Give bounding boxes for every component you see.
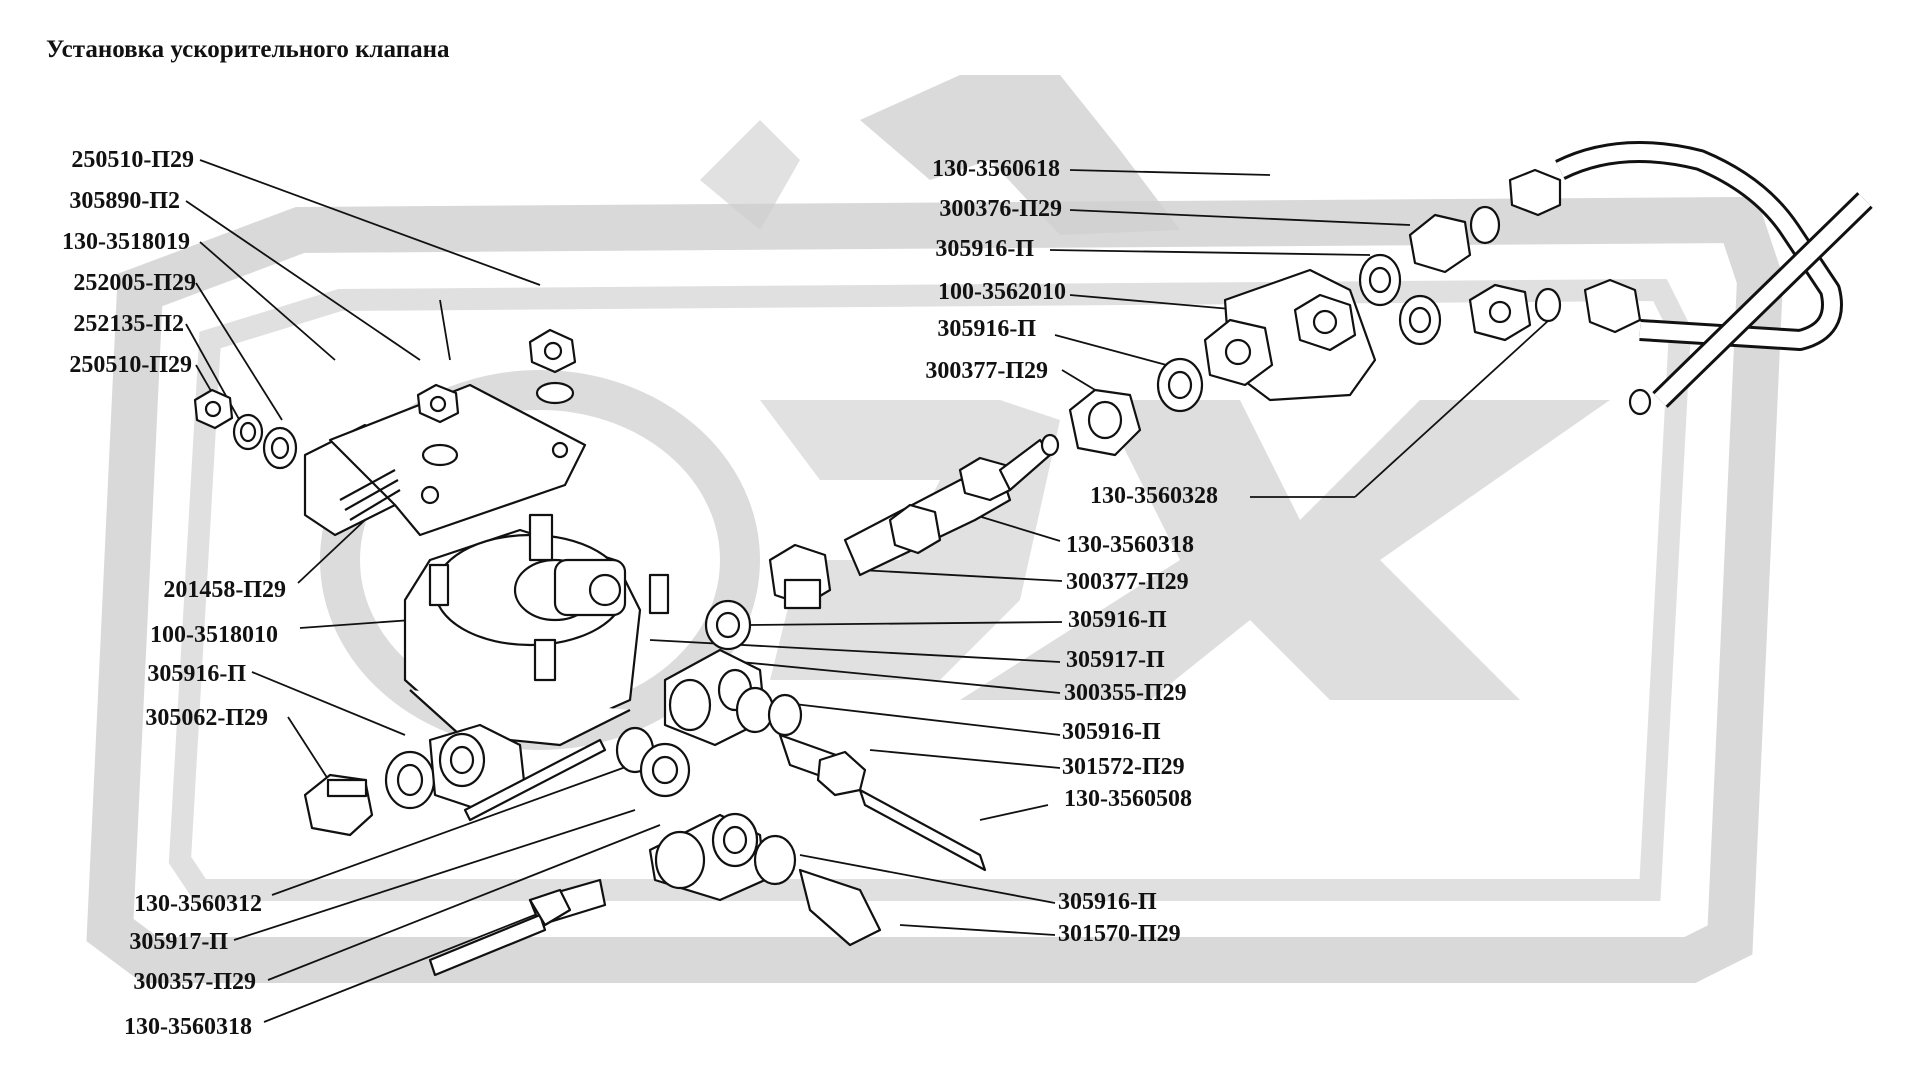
part-label-305890-p2: 305890-П2 [69, 188, 180, 214]
part-label-252005-p29: 252005-П29 [73, 270, 196, 296]
part-label-305917-p-left: 305917-П [129, 929, 228, 955]
part-label-100-3518010: 100-3518010 [150, 622, 278, 648]
part-label-300357-p29: 300357-П29 [133, 969, 256, 995]
part-label-130-3560508: 130-3560508 [1064, 786, 1192, 812]
part-label-130-3560312: 130-3560312 [134, 891, 262, 917]
part-label-305916-p-left: 305916-П [147, 661, 246, 687]
part-label-305917-p-right: 305917-П [1066, 647, 1165, 673]
part-label-300355-p29: 300355-П29 [1064, 680, 1187, 706]
part-label-130-3518019: 130-3518019 [62, 229, 190, 255]
part-label-130-3560328: 130-3560328 [1090, 483, 1218, 509]
part-label-305916-p-r2: 305916-П [937, 316, 1036, 342]
part-label-252135-p2: 252135-П2 [73, 311, 184, 337]
part-label-305062-p29: 305062-П29 [145, 705, 268, 731]
parts [193, 141, 1873, 977]
part-label-305916-p-r4: 305916-П [1062, 719, 1161, 745]
part-label-301570-p29: 301570-П29 [1058, 921, 1181, 947]
page-title: Установка ускорительного клапана [46, 36, 450, 63]
part-label-130-3560618: 130-3560618 [932, 156, 1060, 182]
part-label-300377-p29-b: 300377-П29 [1066, 569, 1189, 595]
part-label-250510-p29-a: 250510-П29 [71, 147, 194, 173]
part-label-301572-p29: 301572-П29 [1062, 754, 1185, 780]
part-label-130-3560318-right: 130-3560318 [1066, 532, 1194, 558]
part-label-130-3560318-left: 130-3560318 [124, 1014, 252, 1040]
part-label-201458-p29: 201458-П29 [163, 577, 286, 603]
part-label-250510-p29-b: 250510-П29 [69, 352, 192, 378]
part-label-305916-p-r3: 305916-П [1068, 607, 1167, 633]
part-label-300377-p29-a: 300377-П29 [925, 358, 1048, 384]
part-label-305916-p-r5: 305916-П [1058, 889, 1157, 915]
part-label-100-3562010: 100-3562010 [938, 279, 1066, 305]
part-label-300376-p29: 300376-П29 [939, 196, 1062, 222]
part-label-305916-p-r1: 305916-П [935, 236, 1034, 262]
